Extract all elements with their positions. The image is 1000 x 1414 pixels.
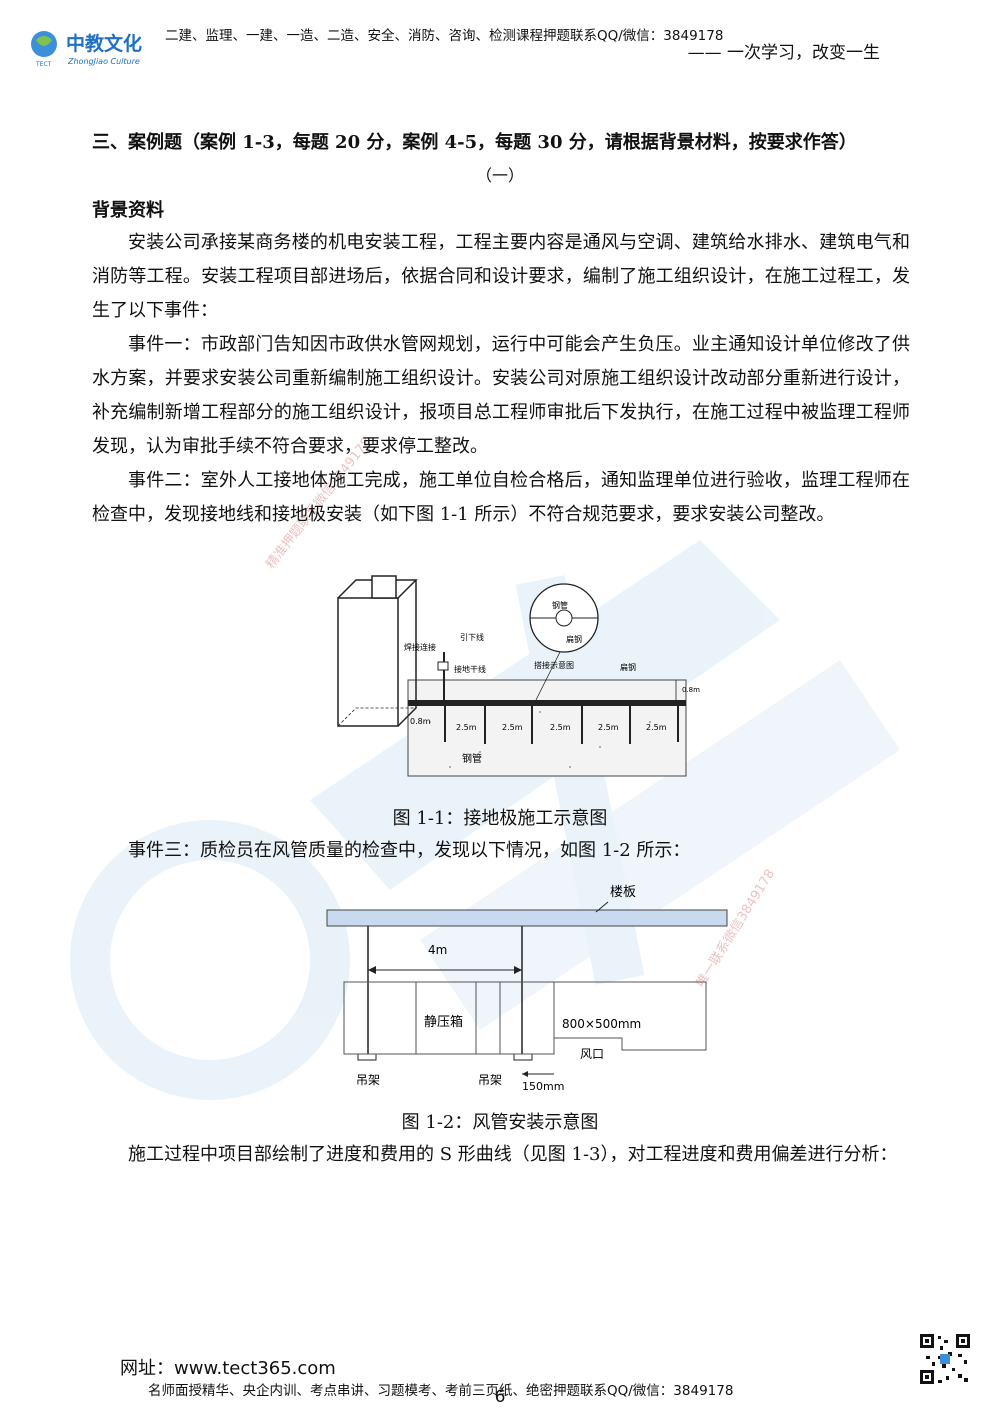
header-ad: 二建、监理、一建、一造、二造、安全、消防、咨询、检测课程押题联系QQ/微信：38… xyxy=(165,28,724,44)
label-outlet: 风口 xyxy=(580,1047,604,1061)
label-spacing-3: 2.5m xyxy=(550,723,571,732)
label-span: 4m xyxy=(428,943,447,957)
footer-ad: 名师面授精华、央企内训、考点串讲、习题模考、考前三页纸、绝密押题联系QQ/微信：… xyxy=(148,1383,734,1399)
paragraph-event-3: 事件三：质检员在风管质量的检查中，发现以下情况，如图 1-2 所示： xyxy=(128,840,691,861)
logo-mark: TECT xyxy=(35,61,52,68)
label-spacing-2: 2.5m xyxy=(502,723,523,732)
footer-website: 网址：www.tect365.com xyxy=(120,1358,336,1379)
label-duct-size: 800×500mm xyxy=(562,1017,641,1031)
case-number: （一） xyxy=(475,166,524,185)
label-flat-steel: 扁钢 xyxy=(620,662,636,672)
paragraph-s-curve: 施工过程中项目部绘制了进度和费用的 S 形曲线（见图 1-3），对工程进度和费用… xyxy=(128,1144,898,1165)
background-title: 背景资料 xyxy=(92,200,164,221)
logo-text: 中教文化 xyxy=(66,32,142,55)
logo-subtext: ZhongJiao Culture xyxy=(67,57,140,66)
label-ground-trunk: 接地干线 xyxy=(454,664,486,674)
label-flat-steel-circle: 扁钢 xyxy=(566,634,582,644)
label-spacing-1: 2.5m xyxy=(456,723,477,732)
label-hanger-left: 吊架 xyxy=(356,1073,380,1087)
label-weld: 焊接连接 xyxy=(404,642,436,652)
label-depth: 0.8m xyxy=(682,686,700,694)
ground-rods xyxy=(444,706,679,744)
figure-duct: 楼板 4m 静压箱 800×500mm 风口 吊架 吊架 150mm xyxy=(326,885,728,1093)
header-slogan: —— 一次学习，改变一生 xyxy=(687,43,880,63)
label-down-lead: 引下线 xyxy=(460,632,484,642)
label-floor: 楼板 xyxy=(610,885,636,900)
label-spacing-5: 2.5m xyxy=(646,723,667,732)
label-hanger-right: 吊架 xyxy=(478,1073,502,1087)
label-steel-pipe-circle: 钢管 xyxy=(552,600,568,610)
label-steel-pipe: 钢管 xyxy=(462,752,482,765)
label-offset: 150mm xyxy=(522,1080,564,1093)
figure-grounding: 焊接连接 引下线 接地干线 钢管 扁钢 搭接示意图 扁钢 0.8m 0.8m 2… xyxy=(337,575,700,777)
paragraph-intro: 安装公司承接某商务楼的机电安装工程，工程主要内容是通风与空调、建筑给水排水、建筑… xyxy=(92,232,910,321)
paragraph-event-1: 事件一：市政部门告知因市政供水管网规划，运行中可能会产生负压。业主通知设计单位修… xyxy=(92,334,910,457)
company-logo: 中教文化 ZhongJiao Culture TECT xyxy=(31,31,142,68)
page-number: 6 xyxy=(494,1387,506,1407)
label-overlap: 搭接示意图 xyxy=(534,660,574,670)
label-plenum: 静压箱 xyxy=(424,1014,463,1030)
label-spacing-4: 2.5m xyxy=(598,723,619,732)
figure-2-caption: 图 1-2：风管安装示意图 xyxy=(401,1112,599,1133)
figure-1-caption: 图 1-1：接地极施工示意图 xyxy=(392,808,608,829)
paragraph-event-2: 事件二：室外人工接地体施工完成，施工单位自检合格后，通知监理单位进行验收，监理工… xyxy=(92,470,910,525)
section-title: 三、案例题（案例 1-3，每题 20 分，案例 4-5，每题 30 分，请根据背… xyxy=(92,132,857,153)
label-spacing-left: 0.8m xyxy=(410,717,431,726)
qr-code-icon xyxy=(918,1332,972,1386)
